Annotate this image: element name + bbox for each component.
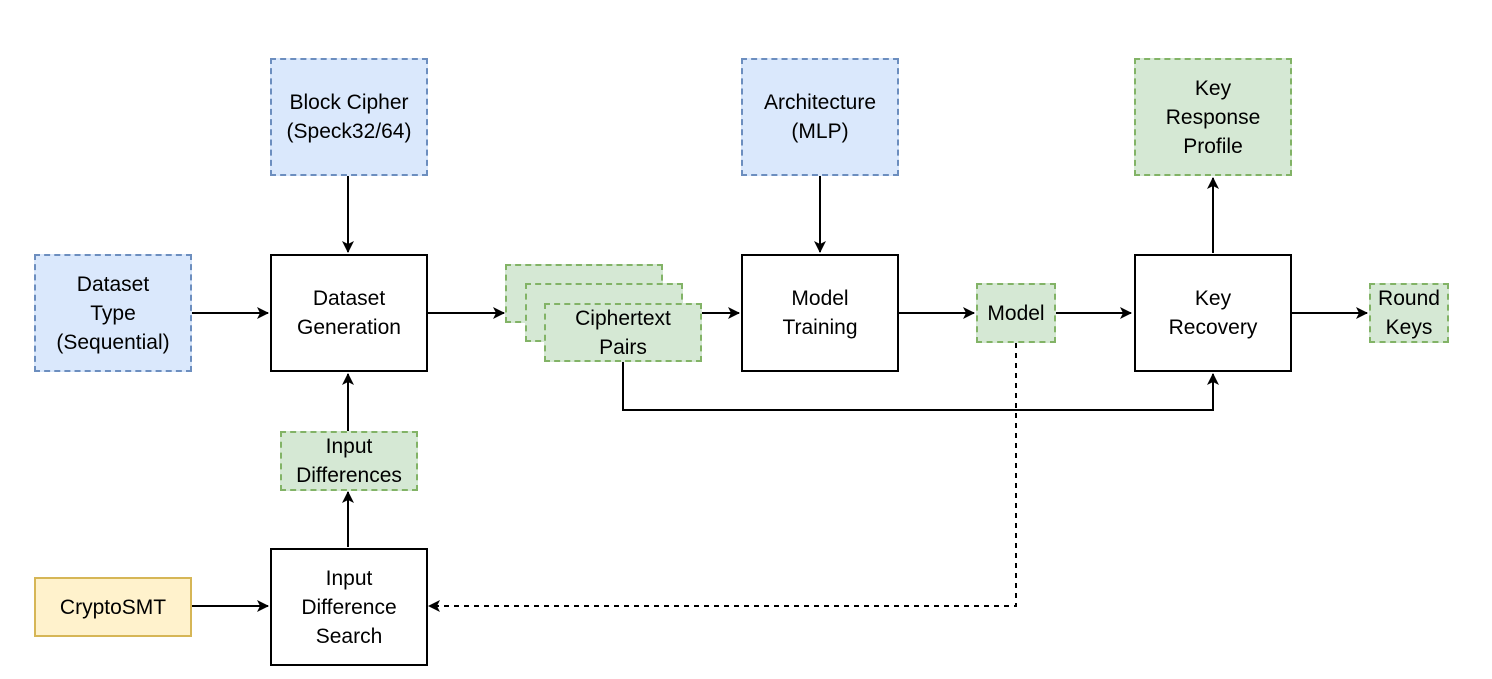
key-recovery-node: Key Recovery: [1134, 254, 1292, 372]
input-differences-label: Input Differences: [296, 435, 402, 487]
block-cipher-label: Block Cipher (Speck32/64): [286, 91, 412, 143]
ciphertext-pairs-label: Ciphertext Pairs: [575, 306, 671, 359]
model-training-node: Model Training: [741, 254, 899, 372]
dataset-generation-node: Dataset Generation: [270, 254, 428, 372]
cryptosmt-node: CryptoSMT: [34, 577, 192, 637]
dataset-type-node: Dataset Type (Sequential): [34, 254, 192, 372]
round-keys-node: Round Keys: [1369, 283, 1449, 343]
cryptosmt-label: CryptoSMT: [59, 595, 167, 619]
architecture-label: Architecture (MLP): [763, 91, 877, 143]
dataset-generation-label: Dataset Generation: [297, 287, 401, 339]
block-cipher-node: Block Cipher (Speck32/64): [270, 58, 428, 176]
model-label: Model: [987, 301, 1045, 325]
input-difference-search-label: Input Difference Search: [301, 566, 397, 648]
edge-ciphertext-pairs-to-key-recovery: [622, 362, 1219, 411]
input-difference-search-node: Input Difference Search: [270, 548, 428, 666]
key-response-profile-label: Key Response Profile: [1165, 76, 1261, 158]
input-differences-node: Input Differences: [280, 431, 418, 491]
ciphertext-pairs-node: Ciphertext Pairs: [544, 303, 702, 362]
key-recovery-label: Key Recovery: [1168, 287, 1258, 339]
architecture-node: Architecture (MLP): [741, 58, 899, 176]
model-node: Model: [976, 283, 1056, 343]
model-training-label: Model Training: [782, 287, 858, 339]
dataset-type-label: Dataset Type (Sequential): [56, 272, 170, 354]
round-keys-label: Round Keys: [1378, 287, 1440, 339]
edge-model-to-input-difference-search: [428, 343, 1017, 612]
key-response-profile-node: Key Response Profile: [1134, 58, 1292, 176]
